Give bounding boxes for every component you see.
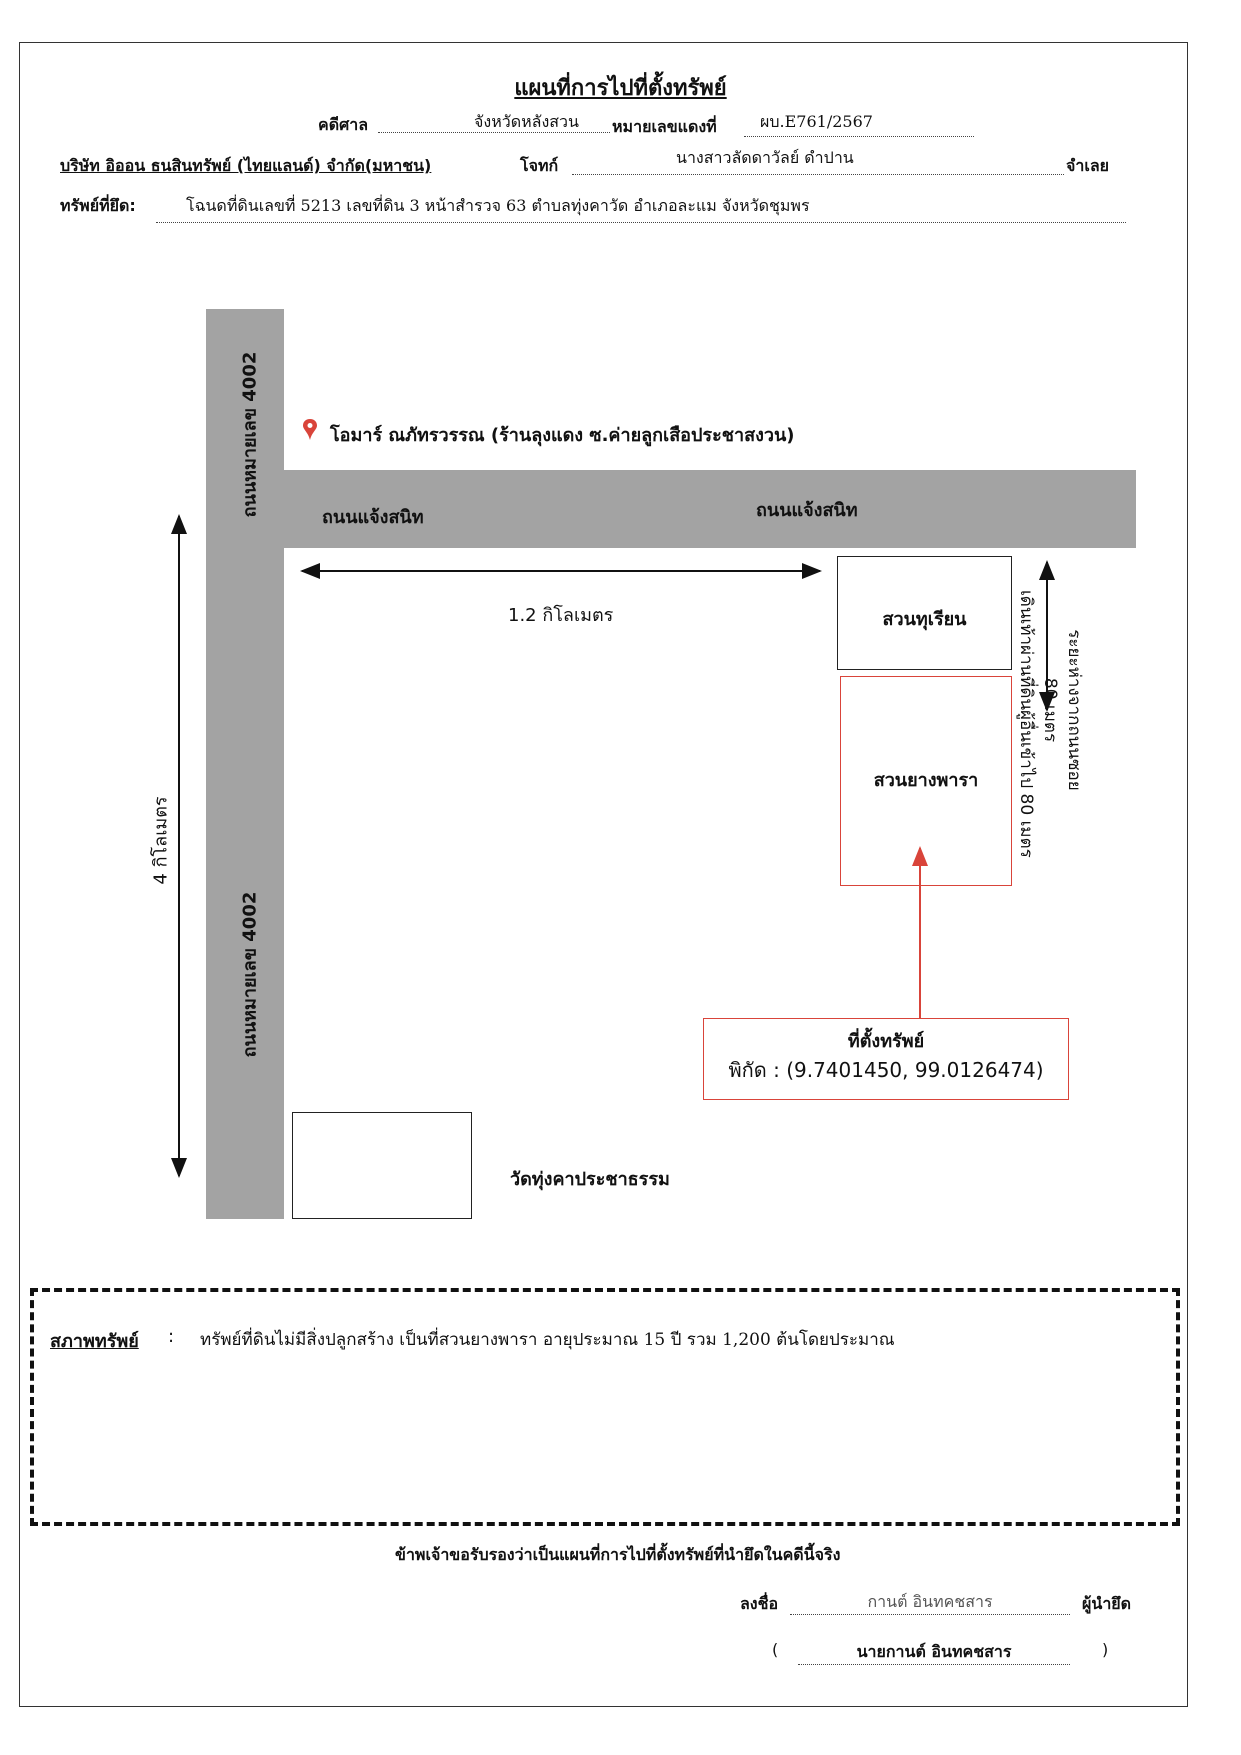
- road-jaengsanit: [284, 470, 1136, 548]
- distance-vertical-label: 4 กิโลเมตร: [150, 796, 172, 885]
- signature: กานต์ อินทคชสาร: [867, 1592, 993, 1611]
- sign-label: ลงชื่อ: [740, 1594, 779, 1613]
- durian-garden-label: สวนทุเรียน: [882, 609, 967, 630]
- close-paren: ): [1102, 1640, 1109, 1659]
- side-note-line1: ระยะห่างจากถนนซอย: [1064, 629, 1084, 791]
- road-jaengsanit-label-right: ถนนแจ้งสนิท: [756, 500, 858, 521]
- side-note-line2: 80 เมตร: [1040, 677, 1060, 743]
- printed-name-line: [798, 1664, 1070, 1665]
- durian-garden-box: [837, 556, 1012, 670]
- location-coords: พิกัด : (9.7401450, 99.0126474): [728, 1058, 1044, 1082]
- signature-line: [790, 1614, 1070, 1615]
- distance-horizontal-label: 1.2 กิโลเมตร: [508, 605, 614, 626]
- court-label: คดีศาล: [318, 115, 369, 134]
- property-label: ทรัพย์ที่ยึด:: [60, 196, 136, 215]
- defendant-line: [572, 174, 1064, 175]
- printed-name: นายกานต์ อินทคชสาร: [856, 1642, 1012, 1661]
- location-title: ที่ตั้งทรัพย์: [847, 1031, 925, 1052]
- landmark-label: โอมาร์ ณภัทรวรรณ (ร้านลุงแดง ซ.ค่ายลูกเส…: [330, 425, 795, 446]
- temple-box: [292, 1112, 472, 1219]
- defendant-name: นางสาวลัดดาวัลย์ ดำปาน: [676, 148, 854, 167]
- location-box: [703, 1018, 1069, 1100]
- side-note: ระยะห่างจากถนนซอย 80 เมตร เดินเท้าผ่านที…: [1014, 590, 1086, 858]
- court-line: [378, 132, 610, 133]
- temple-label: วัดทุ่งคาประชาธรรม: [510, 1169, 670, 1190]
- case-no-label: หมายเลขแดงที่: [612, 117, 717, 136]
- road-jaengsanit-label-left: ถนนแจ้งสนิท: [322, 507, 424, 528]
- plaintiff-label: โจทก์: [520, 156, 559, 175]
- condition-colon: :: [168, 1326, 175, 1347]
- court-value: จังหวัดหลังสวน: [474, 112, 579, 131]
- condition-label: สภาพทรัพย์: [50, 1331, 139, 1352]
- page-frame: [19, 42, 1188, 1707]
- rubber-garden-label: สวนยางพารา: [873, 770, 979, 791]
- side-note-line3: เดินเท้าผ่านที่ดินผู้อื่นเข้าไป 80 เมตร: [1016, 590, 1036, 858]
- plaintiff-name: บริษัท อิออน ธนสินทรัพย์ (ไทยแลนด์) จำกั…: [60, 156, 432, 175]
- property-line: [156, 222, 1126, 223]
- case-no-line: [744, 136, 974, 137]
- condition-box: [30, 1288, 1180, 1526]
- location-pin-icon: [303, 419, 317, 440]
- property-value: โฉนดที่ดินเลขที่ 5213 เลขที่ดิน 3 หน้าสำ…: [186, 196, 810, 215]
- certify-statement: ข้าพเจ้าขอรับรองว่าเป็นแผนที่การไปที่ตั้…: [395, 1545, 841, 1564]
- case-no-value: ผบ.E761/2567: [760, 112, 873, 131]
- role-label: ผู้นำยึด: [1082, 1594, 1132, 1613]
- document-title: แผนที่การไปที่ตั้งทรัพย์: [514, 75, 727, 101]
- defendant-label: จำเลย: [1066, 156, 1110, 175]
- condition-text: ทรัพย์ที่ดินไม่มีสิ่งปลูกสร้าง เป็นที่สว…: [200, 1330, 895, 1350]
- open-paren: (: [772, 1640, 779, 1659]
- rubber-garden-box: [840, 676, 1012, 886]
- road-4002: [206, 309, 284, 1219]
